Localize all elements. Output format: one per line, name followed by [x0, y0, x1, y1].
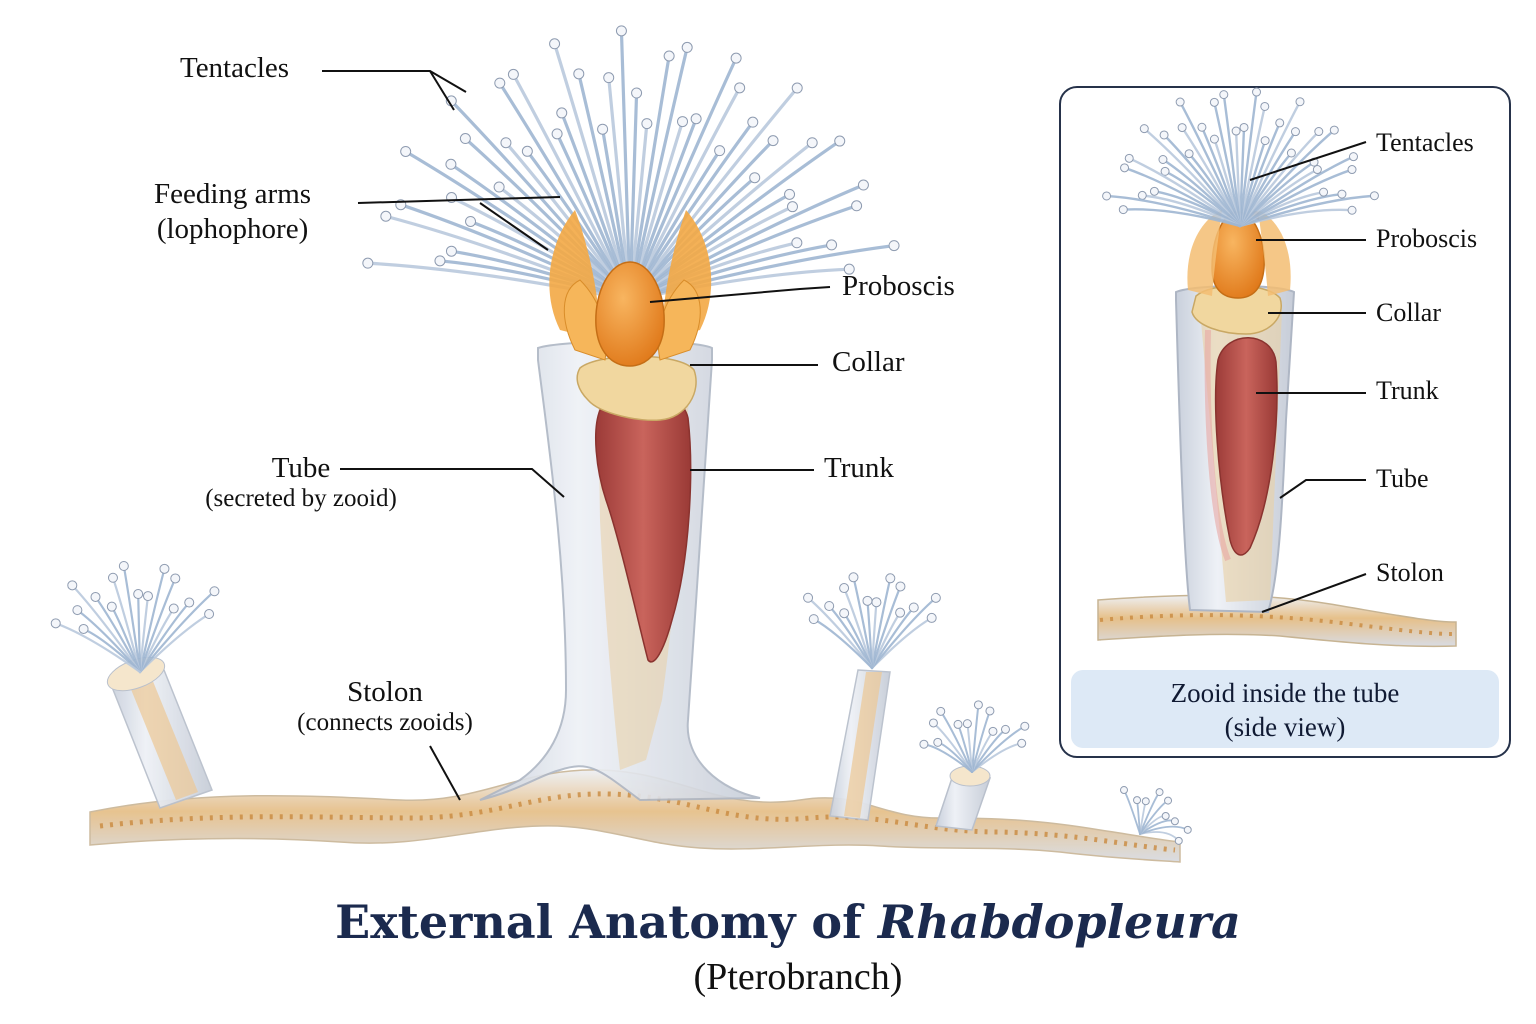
figure-title: External Anatomy of Rhabdopleura: [0, 895, 1536, 949]
inset-caption-line1: Zooid inside the tube: [1170, 678, 1400, 708]
inset-caption-line2: (side view): [1224, 712, 1346, 742]
main-proboscis: [595, 261, 665, 367]
right-small-zooid-1: [829, 669, 891, 821]
main-leader-lines: [322, 70, 831, 801]
main-tentacles: [362, 25, 900, 302]
left-zooid-tentacles: [50, 561, 220, 674]
left-small-zooid: [106, 656, 213, 809]
right-small-zooid-2: [934, 765, 992, 831]
title-genus: Rhabdopleura: [877, 895, 1241, 949]
label-feeding-arms: Feeding arms (lophophore): [154, 178, 312, 246]
label-tube: Tube (secreted by zooid): [205, 452, 397, 513]
label-collar: Collar: [832, 346, 905, 378]
right-zooid-2-tentacles: [919, 700, 1030, 773]
title-main: External Anatomy of: [335, 895, 878, 949]
inset-label-stolon: Stolon: [1376, 558, 1444, 587]
label-proboscis: Proboscis: [842, 270, 955, 302]
inset-caption: Zooid inside the tube (side view): [1071, 670, 1499, 748]
feeding-arms: [549, 210, 712, 361]
inset-label-tube: Tube: [1376, 464, 1429, 493]
label-tentacles: Tentacles: [180, 52, 290, 84]
figure-subtitle: (Pterobranch): [693, 956, 903, 998]
inset-label-collar: Collar: [1376, 298, 1441, 327]
label-stolon: Stolon (connects zooids): [297, 676, 473, 737]
label-trunk: Trunk: [824, 452, 894, 484]
stolon-tip-tentacles: [1119, 786, 1192, 845]
inset-label-trunk: Trunk: [1376, 376, 1439, 405]
right-zooid-1-tentacles: [803, 572, 941, 670]
inset-label-proboscis: Proboscis: [1376, 224, 1478, 253]
inset-label-tentacles: Tentacles: [1376, 128, 1474, 157]
